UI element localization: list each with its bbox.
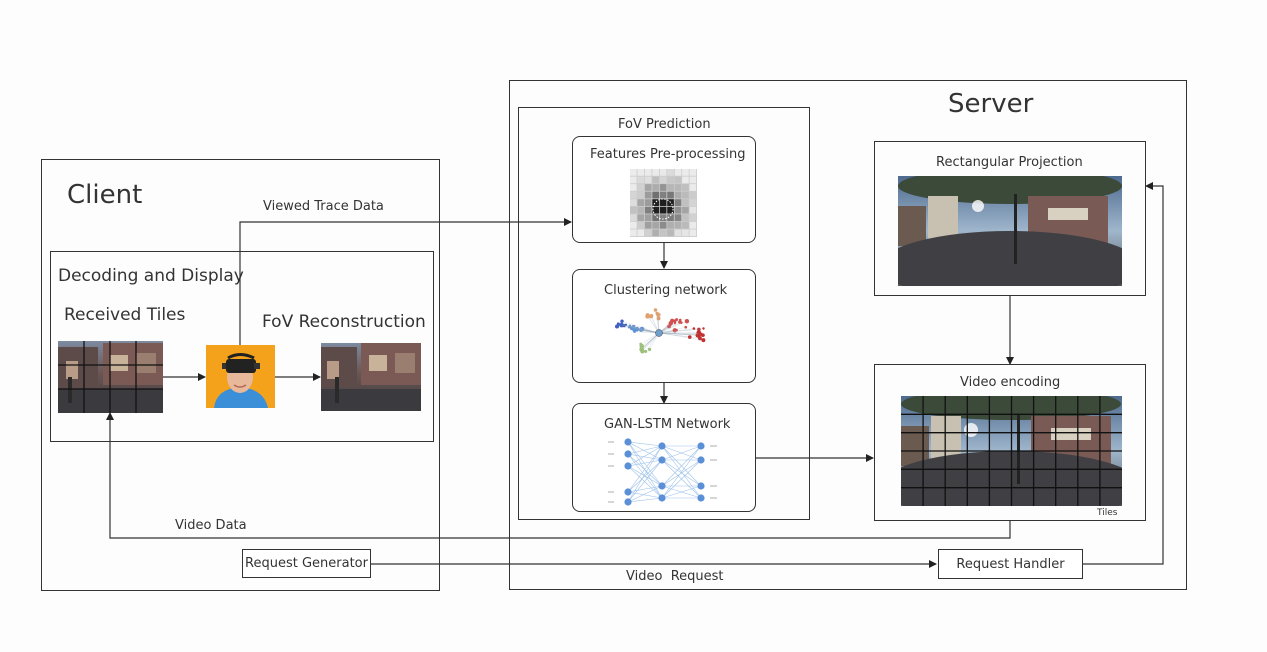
gan-lstm-label: GAN-LSTM Network	[604, 417, 731, 432]
received-tiles-label: Received Tiles	[64, 305, 186, 325]
handler-to-projection-arrow	[1083, 182, 1164, 565]
clustering-network-box	[572, 269, 756, 383]
video-request-label: Video Request	[626, 569, 724, 584]
video-encoding-label: Video encoding	[960, 375, 1061, 390]
equirectangular-image	[898, 176, 1122, 286]
rectangular-projection-label: Rectangular Projection	[936, 155, 1083, 170]
vr-headset-user-image	[206, 345, 275, 408]
fov-prediction-panel	[518, 107, 810, 520]
viewed-trace-arrow	[239, 218, 572, 346]
client-panel	[41, 159, 440, 591]
fov-reconstruction-image	[321, 343, 421, 411]
viewed-trace-data-label: Viewed Trace Data	[263, 199, 384, 214]
rectangular-projection-panel	[874, 141, 1146, 296]
tiles-label: Tiles	[1097, 508, 1118, 518]
fov-prediction-title: FoV Prediction	[618, 117, 711, 132]
video-data-arrow	[106, 412, 1011, 539]
request-generator-box[interactable]: Request Generator	[242, 549, 371, 578]
decoding-display-panel	[50, 251, 434, 442]
features-preprocessing-label: Features Pre-processing	[590, 147, 746, 162]
tiled-video-image	[901, 396, 1122, 506]
server-panel	[509, 80, 1187, 590]
received-tiles-image	[58, 341, 163, 413]
features-heatmap-image	[630, 169, 697, 237]
client-title: Client	[67, 180, 143, 210]
clustering-network-label: Clustering network	[604, 283, 728, 298]
server-title: Server	[948, 89, 1034, 119]
fov-reconstruction-label: FoV Reconstruction	[262, 312, 426, 332]
decoding-display-title: Decoding and Display	[58, 266, 244, 286]
clustering-graph-image	[614, 305, 714, 367]
video-encoding-panel	[874, 364, 1146, 521]
video-data-label: Video Data	[175, 518, 247, 533]
request-handler-box[interactable]: Request Handler	[938, 549, 1083, 579]
gan-lstm-network-image	[600, 436, 730, 508]
